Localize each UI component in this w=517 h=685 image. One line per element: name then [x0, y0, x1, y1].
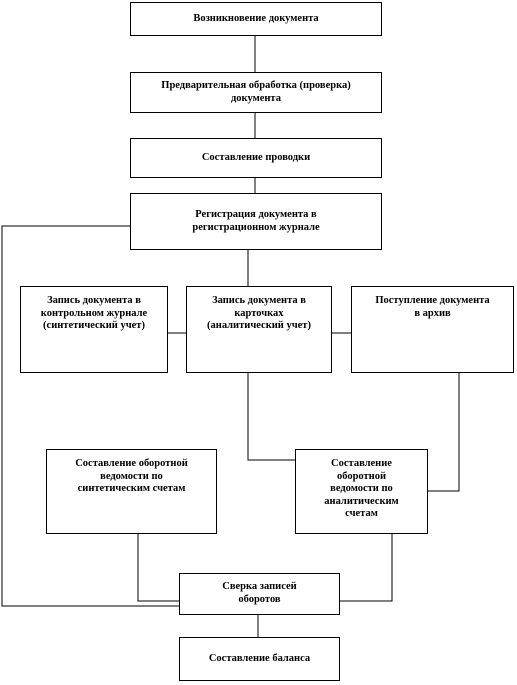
node-balance: Составление баланса	[179, 637, 340, 681]
node-cards: Запись документа в карточках (аналитичес…	[186, 286, 332, 373]
node-posting: Составление проводки	[130, 138, 382, 178]
node-synthetic-turnover: Составление оборотной ведомости по синте…	[46, 449, 217, 534]
connector-analytic-reconciliation	[340, 533, 393, 602]
connector-cards-analytic-turnover	[247, 372, 295, 461]
connector-registration-reconciliation-loop	[1, 225, 179, 607]
connector-archive-analytic-turnover	[428, 372, 460, 492]
node-preprocessing: Предварительная обработка (проверка) док…	[130, 72, 382, 113]
connector-synthetic-reconciliation	[137, 533, 179, 602]
node-document-origin: Возникновение документа	[130, 2, 382, 36]
node-control-journal: Запись документа в контрольном журнале (…	[20, 286, 168, 373]
node-analytic-turnover: Составление оборотной ведомости по анали…	[295, 449, 428, 534]
node-reconciliation: Сверка записей оборотов	[179, 573, 340, 615]
node-archive: Поступление документа в архив	[351, 286, 514, 373]
node-registration: Регистрация документа в регистрационном …	[130, 193, 382, 250]
